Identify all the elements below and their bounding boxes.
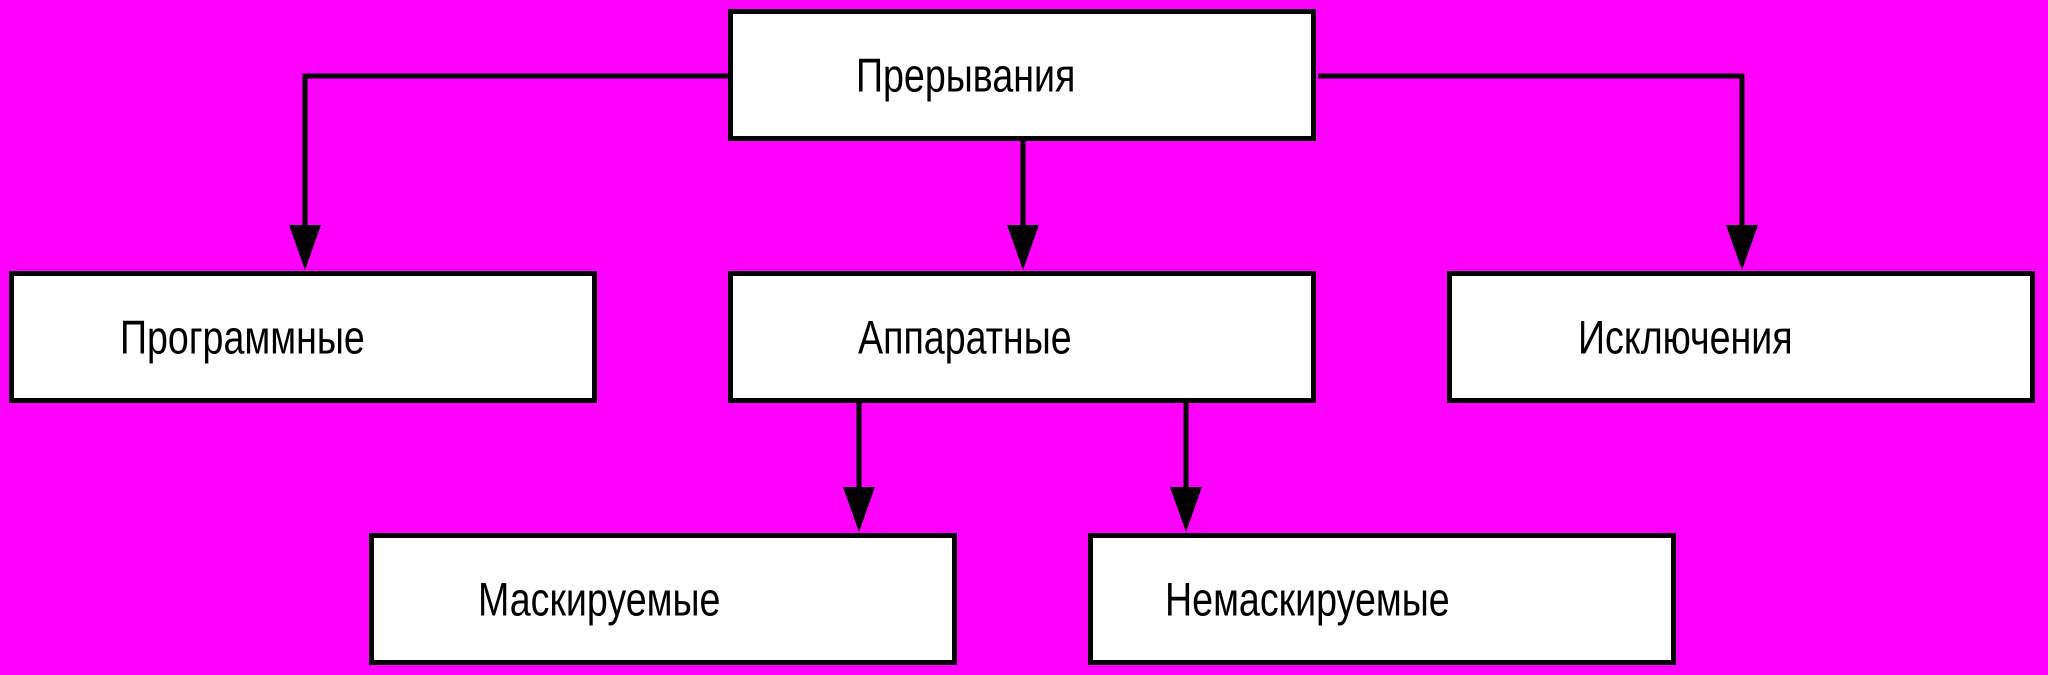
- node-preryvaniya-label: Прерывания: [856, 48, 1076, 102]
- node-isklyucheniya: Исключения: [1447, 271, 2035, 403]
- arrowhead-apparatnye: [1007, 225, 1039, 270]
- arrowhead-isklyucheniya: [1726, 225, 1758, 270]
- node-apparatnye: Аппаратные: [728, 271, 1316, 403]
- node-programmnye: Программные: [9, 271, 597, 403]
- node-nemaskiruemye-label: Немаскируемые: [1165, 572, 1450, 626]
- node-maskiruemye: Маскируемые: [369, 533, 957, 665]
- node-isklyucheniya-label: Исключения: [1578, 310, 1793, 364]
- node-maskiruemye-label: Маскируемые: [478, 572, 721, 626]
- arrowhead-nemaskiruemye: [1170, 487, 1202, 532]
- node-apparatnye-label: Аппаратные: [858, 310, 1072, 364]
- connector-root-to-programmnye: [302, 73, 728, 228]
- connector-root-to-isklyucheniya: [1318, 73, 1745, 228]
- node-programmnye-label: Программные: [120, 310, 365, 364]
- node-nemaskiruemye: Немаскируемые: [1088, 533, 1676, 665]
- arrowhead-programmnye: [289, 225, 321, 270]
- arrowhead-maskiruemye: [843, 487, 875, 532]
- node-preryvaniya: Прерывания: [728, 9, 1316, 141]
